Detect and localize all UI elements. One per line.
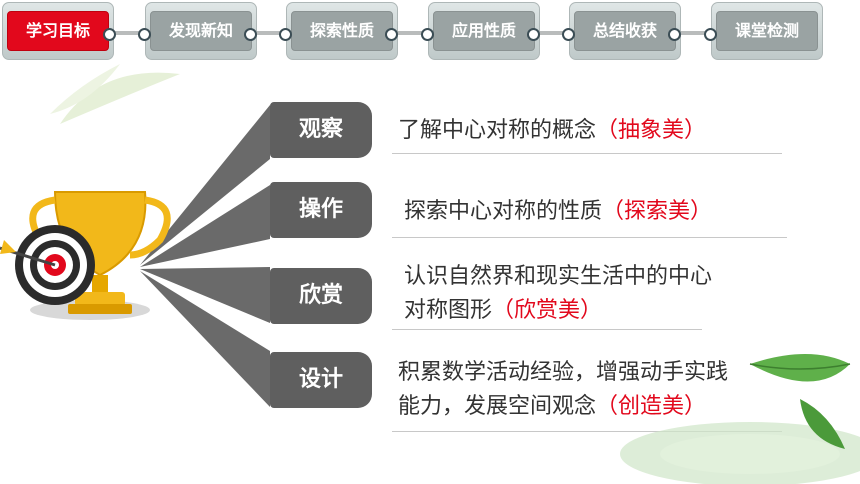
objective-text-line2: 能力，发展空间观念 (398, 394, 597, 419)
label-observe: 观察 (270, 102, 372, 158)
nav-dot (527, 28, 540, 41)
nav-dot (138, 28, 151, 41)
underline (392, 237, 787, 238)
objective-1-text: 了解中心对称的概念（抽象美） (398, 114, 706, 148)
label-operate: 操作 (270, 182, 372, 238)
tab-label: 应用性质 (433, 11, 535, 51)
trophy-icon (0, 191, 171, 320)
tab-test[interactable]: 课堂检测 (711, 2, 823, 60)
objective-2-text: 探索中心对称的性质（探索美） (404, 195, 712, 229)
nav-dot (244, 28, 257, 41)
objective-text: 探索中心对称的性质 (404, 199, 603, 224)
tab-label: 学习目标 (7, 11, 109, 51)
label-appreciate: 欣赏 (270, 268, 372, 324)
tab-label: 总结收获 (574, 11, 676, 51)
nav-connector-line (108, 31, 718, 35)
objective-text-line2: 对称图形 (404, 298, 493, 323)
objective-accent: （探索美） (602, 199, 713, 224)
nav-dot (385, 28, 398, 41)
objective-3-text: 认识自然界和现实生活中的中心 对称图形（欣赏美） (404, 260, 712, 328)
objective-text-line1: 认识自然界和现实生活中的中心 (404, 264, 713, 289)
top-nav: 学习目标 发现新知 探索性质 应用性质 总结收获 课堂检测 (0, 0, 860, 62)
tab-label: 探索性质 (291, 11, 393, 51)
underline (392, 329, 702, 330)
objective-text-line1: 积累数学活动经验，增强动手实践 (398, 360, 729, 385)
nav-dot (668, 28, 681, 41)
tab-apply[interactable]: 应用性质 (428, 2, 540, 60)
tab-explore[interactable]: 探索性质 (286, 2, 398, 60)
tab-label: 课堂检测 (716, 11, 818, 51)
label-design: 设计 (270, 352, 372, 408)
nav-dot (562, 28, 575, 41)
leaf-icon (620, 354, 860, 484)
tab-summary[interactable]: 总结收获 (569, 2, 681, 60)
objective-accent: （创造美） (596, 394, 707, 419)
nav-dot (421, 28, 434, 41)
underline (392, 153, 782, 154)
objective-accent: （欣赏美） (492, 298, 603, 323)
connector-fan (140, 105, 270, 407)
tab-discover[interactable]: 发现新知 (145, 2, 257, 60)
nav-dot (279, 28, 292, 41)
nav-dot (704, 28, 717, 41)
objective-accent: （抽象美） (596, 118, 707, 143)
arrow-icon (0, 240, 56, 267)
underline (392, 431, 782, 432)
leaf-icon (50, 64, 180, 124)
tab-learning-goals[interactable]: 学习目标 (2, 2, 114, 60)
tab-label: 发现新知 (150, 11, 252, 51)
objective-text: 了解中心对称的概念 (398, 118, 597, 143)
objective-4-text: 积累数学活动经验，增强动手实践 能力，发展空间观念（创造美） (398, 356, 728, 424)
nav-dot (103, 28, 116, 41)
